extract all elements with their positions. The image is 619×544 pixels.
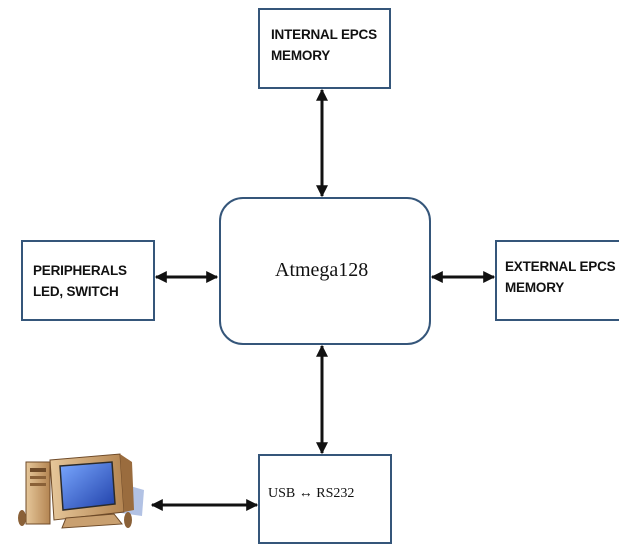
peripherals-label: PERIPHERALS LED, SWITCH [33, 263, 127, 299]
external-memory-label: EXTERNAL EPCS MEMORY [505, 259, 616, 295]
external-memory-block [495, 240, 619, 321]
usb-converter-label: USB ↔ RS232 [268, 486, 355, 501]
microcontroller-label: Atmega128 [275, 259, 369, 281]
internal-memory-block [258, 8, 391, 89]
microcontroller-block [219, 197, 431, 345]
desktop-computer-icon [18, 453, 144, 529]
peripherals-block [21, 240, 155, 321]
internal-memory-label: INTERNAL EPCS MEMORY [271, 27, 377, 63]
usb-converter-block [258, 454, 392, 544]
